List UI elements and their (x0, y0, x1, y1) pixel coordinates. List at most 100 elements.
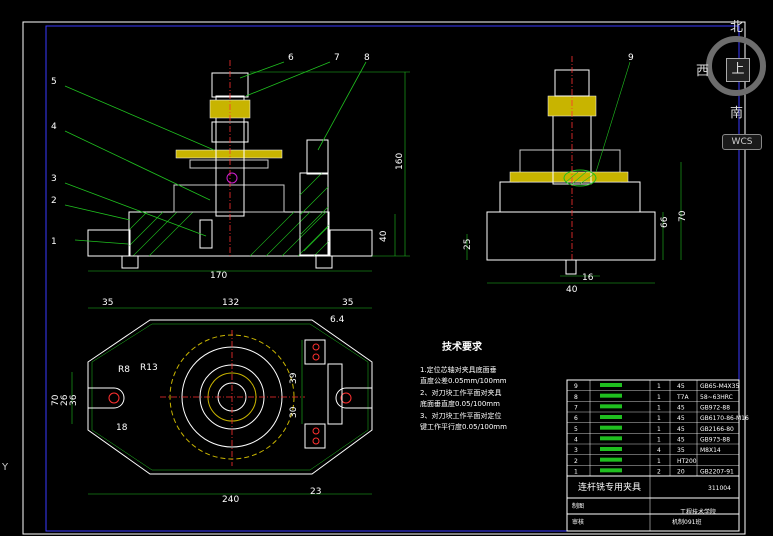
parts-material: 45 (677, 383, 685, 390)
parts-qty: 1 (657, 458, 661, 465)
parts-standard: GB972-88 (700, 405, 730, 412)
annotation-text: 5 4 3 2 1 6 7 8 9 170 40 160 25 66 70 40… (51, 53, 688, 505)
parts-material: 45 (677, 437, 685, 444)
parts-no: 6 (574, 415, 578, 422)
parts-qty: 1 (657, 405, 661, 412)
balloon-4: 4 (51, 122, 57, 132)
compass-ring[interactable] (706, 36, 766, 96)
balloon-2: 2 (51, 196, 57, 206)
dim-top-26: 26 (60, 394, 70, 406)
dim-top-36: 36 (69, 394, 79, 406)
parts-qty: 2 (657, 469, 661, 476)
dim-front-width: 170 (210, 271, 227, 281)
parts-name-placeholder (600, 468, 622, 473)
parts-material: T7A (676, 394, 689, 401)
school-line-2: 机制091班 (672, 518, 701, 526)
parts-material: 20 (677, 469, 685, 476)
parts-no: 4 (574, 437, 578, 444)
dim-side-w40: 40 (566, 285, 578, 295)
dim-top-r8: R8 (118, 365, 130, 375)
parts-material: 45 (677, 426, 685, 433)
tech-line-4: 底面垂直度0.05/100mm (420, 399, 500, 408)
parts-standard: 58~63HRC (700, 394, 733, 401)
parts-qty: 1 (657, 383, 661, 390)
dim-side-h70: 70 (678, 210, 688, 222)
parts-material: HT200 (677, 458, 697, 465)
school-line-1: 工程技术学院 (680, 508, 716, 516)
parts-material: 35 (677, 447, 685, 454)
side-view (466, 56, 682, 284)
parts-qty: 4 (657, 447, 661, 454)
wcs-menu-button[interactable]: WCS (722, 134, 762, 150)
compass-south[interactable]: 南 (730, 106, 744, 121)
tech-line-6: 键工作平行度0.05/100mm (420, 422, 507, 431)
parts-name-placeholder (600, 393, 622, 398)
parts-no: 8 (574, 394, 578, 401)
parts-no: 2 (574, 458, 578, 465)
balloon-1: 1 (51, 237, 57, 247)
top-view (71, 307, 373, 495)
parts-no: 1 (574, 469, 578, 476)
dim-side-h66: 66 (660, 216, 670, 228)
title-name: 连杆铣专用夹具 (578, 481, 641, 493)
sheet-border-inner (45, 25, 740, 532)
dim-top-r13: R13 (140, 363, 158, 373)
parts-standard: GB2166-80 (700, 426, 734, 433)
dim-front-h40: 40 (379, 230, 389, 242)
dim-top-18: 18 (116, 423, 128, 433)
parts-standard: GB2207-91 (700, 469, 734, 476)
balloon-5: 5 (51, 77, 57, 87)
view-cube[interactable]: 北 西 南 上 (696, 20, 770, 121)
tech-line-1: 1.定位芯轴对夹具底面垂 (420, 365, 497, 374)
parts-name-placeholder (600, 436, 622, 441)
parts-no: 3 (574, 447, 578, 454)
balloon-6: 6 (288, 53, 294, 63)
tech-requirements: 技术要求 1.定位芯轴对夹具底面垂 直度公差0.05mm/100mm 2、对刀块… (420, 340, 507, 431)
parts-no: 7 (574, 405, 578, 412)
dim-top-70: 70 (51, 394, 61, 406)
parts-qty: 1 (657, 426, 661, 433)
parts-material: 45 (677, 405, 685, 412)
sheet-border-outer (22, 21, 746, 535)
dim-top-30: 30 (289, 406, 299, 418)
balloon-8: 8 (364, 53, 370, 63)
parts-qty: 1 (657, 394, 661, 401)
parts-no: 9 (574, 383, 578, 390)
dim-front-h160: 160 (395, 153, 405, 170)
balloon-3: 3 (51, 174, 57, 184)
parts-name-placeholder (600, 425, 622, 430)
compass-north[interactable]: 北 (730, 20, 744, 35)
tech-line-3: 2、对刀块工作平面对夹具 (420, 388, 501, 397)
parts-qty: 1 (657, 437, 661, 444)
balloon-7: 7 (334, 53, 340, 63)
parts-name-placeholder (600, 383, 622, 387)
parts-name-placeholder (600, 404, 622, 409)
title-block: 连杆铣专用夹具 311004 制图 审核 工程技术学院 机制091班 (572, 481, 731, 526)
dim-top-39: 39 (289, 372, 299, 384)
ucs-icon: Y (2, 462, 9, 473)
parts-name-placeholder (600, 415, 622, 419)
compass-west[interactable]: 西 (696, 64, 710, 79)
dim-top-6-4: 6.4 (330, 315, 345, 325)
dim-top-132: 132 (222, 298, 239, 308)
dim-side-w16: 16 (582, 273, 594, 283)
front-view (64, 60, 410, 272)
parts-name-placeholder (600, 457, 622, 462)
dim-top-35-right: 35 (342, 298, 353, 308)
cube-top-face[interactable]: 上 (726, 58, 750, 82)
dim-top-240: 240 (222, 495, 239, 505)
parts-no: 5 (574, 426, 578, 433)
tech-line-2: 直度公差0.05mm/100mm (420, 376, 507, 385)
tech-line-5: 3、对刀块工作平面对定位 (420, 411, 501, 420)
designer-label: 制图 (572, 502, 584, 510)
parts-qty: 1 (657, 415, 661, 422)
dim-top-23: 23 (310, 487, 321, 497)
parts-name-placeholder (600, 447, 622, 451)
parts-material: 45 (677, 415, 685, 422)
dim-side-h25: 25 (463, 239, 473, 250)
balloon-9: 9 (628, 53, 634, 63)
checker-label: 审核 (572, 518, 584, 526)
